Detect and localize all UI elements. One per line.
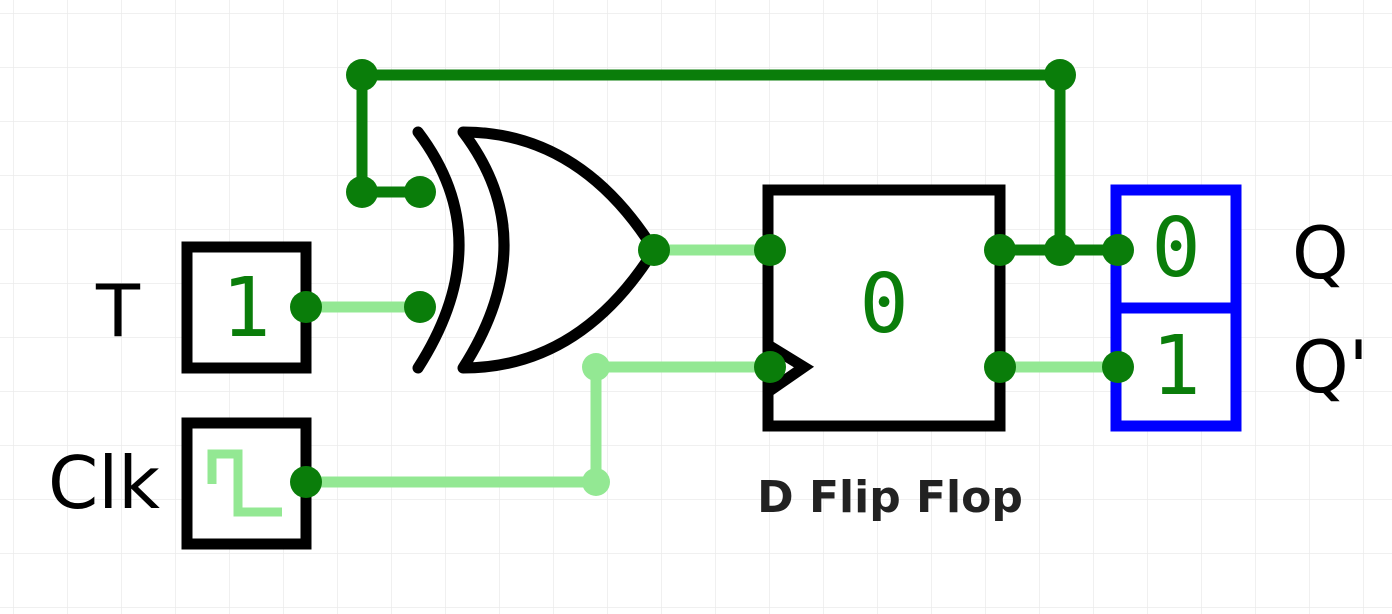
q-bar-output-pin[interactable] (984, 351, 1016, 383)
flip-flop-caption: D Flip Flop (757, 472, 1023, 523)
clock-input-box[interactable] (181, 417, 312, 550)
t-label: T (95, 269, 141, 353)
clock-junction-bottom (582, 468, 610, 496)
t-value: 1 (221, 261, 270, 356)
t-output-pin[interactable] (290, 291, 322, 323)
clock-output-pin[interactable] (290, 466, 322, 498)
d-input-pin[interactable] (754, 234, 786, 266)
d-flip-flop[interactable] (762, 184, 1006, 432)
q-bar-value: 1 (1151, 319, 1200, 414)
output-display (1110, 184, 1242, 432)
q-bar-display-pin[interactable] (1102, 351, 1134, 383)
junction-top-right (1044, 59, 1076, 91)
junction-top-left (346, 59, 378, 91)
clock-wire (300, 361, 776, 488)
flip-flop-state: 0 (859, 257, 908, 352)
q-value: 0 (1151, 201, 1200, 296)
q-output-pin[interactable] (984, 234, 1016, 266)
junction-feedback-down (346, 176, 378, 208)
xor-gate[interactable] (412, 126, 660, 374)
xor-input-b-pin[interactable] (404, 291, 436, 323)
q-display-pin[interactable] (1102, 234, 1134, 266)
clock-junction-top (582, 353, 610, 381)
q-bar-label: Q' (1292, 325, 1368, 409)
xor-input-a-pin[interactable] (404, 176, 436, 208)
connection-points (290, 59, 1134, 498)
xor-output-pin[interactable] (638, 234, 670, 266)
q-label: Q (1292, 211, 1349, 295)
clk-input-pin[interactable] (754, 351, 786, 383)
clock-wave-icon (207, 449, 282, 517)
clk-label: Clk (48, 441, 160, 525)
q-junction (1044, 234, 1076, 266)
clock-edge-marker (764, 340, 815, 397)
